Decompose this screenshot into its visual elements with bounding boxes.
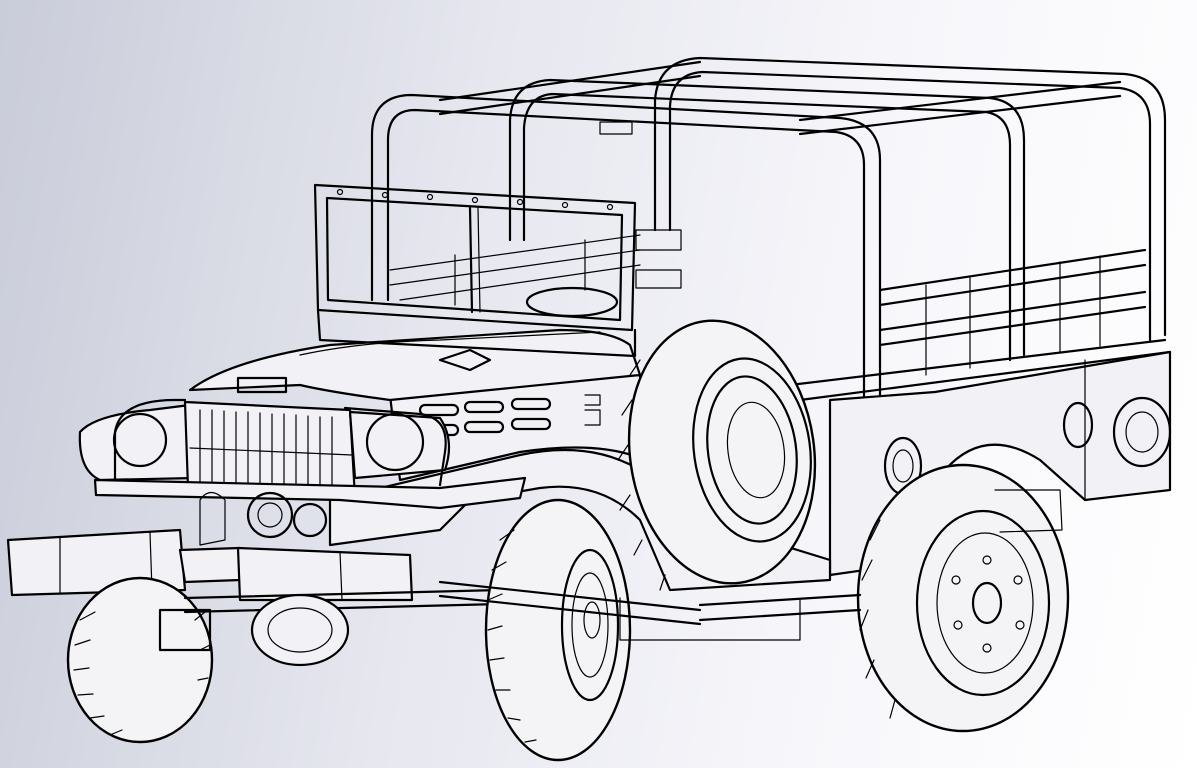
bumper-plate xyxy=(93,476,527,510)
rear-hub xyxy=(971,581,1003,625)
drive-shaft xyxy=(438,580,702,626)
grille-slats xyxy=(189,409,353,497)
winch-drum xyxy=(246,491,294,539)
hood-latch xyxy=(438,348,492,372)
front-left-wheel xyxy=(66,576,214,744)
brush-guard xyxy=(113,398,447,487)
steering-wheel xyxy=(525,286,619,318)
rear-axle xyxy=(698,593,862,622)
front-right-tire xyxy=(484,498,632,762)
left-headlight-housing xyxy=(78,403,197,482)
front-right-wheel xyxy=(484,498,632,762)
windshield-frame xyxy=(313,183,637,332)
rear-wheel xyxy=(856,463,1070,733)
tail-lamp xyxy=(1112,396,1172,468)
grille-assembly xyxy=(78,398,527,510)
front-hoop xyxy=(370,93,882,397)
bumper-center xyxy=(236,546,414,602)
right-headlight-housing xyxy=(348,410,451,480)
front-left-tire xyxy=(66,576,214,744)
windshield xyxy=(313,183,682,332)
middle-hoop xyxy=(508,78,1026,357)
right-headlight xyxy=(365,412,425,472)
differential xyxy=(250,593,350,667)
spare-wheel xyxy=(617,319,817,591)
front-axle xyxy=(183,491,502,667)
roll-bar-frame xyxy=(370,56,1167,402)
hood xyxy=(188,328,642,402)
hood-emblem xyxy=(236,376,288,394)
